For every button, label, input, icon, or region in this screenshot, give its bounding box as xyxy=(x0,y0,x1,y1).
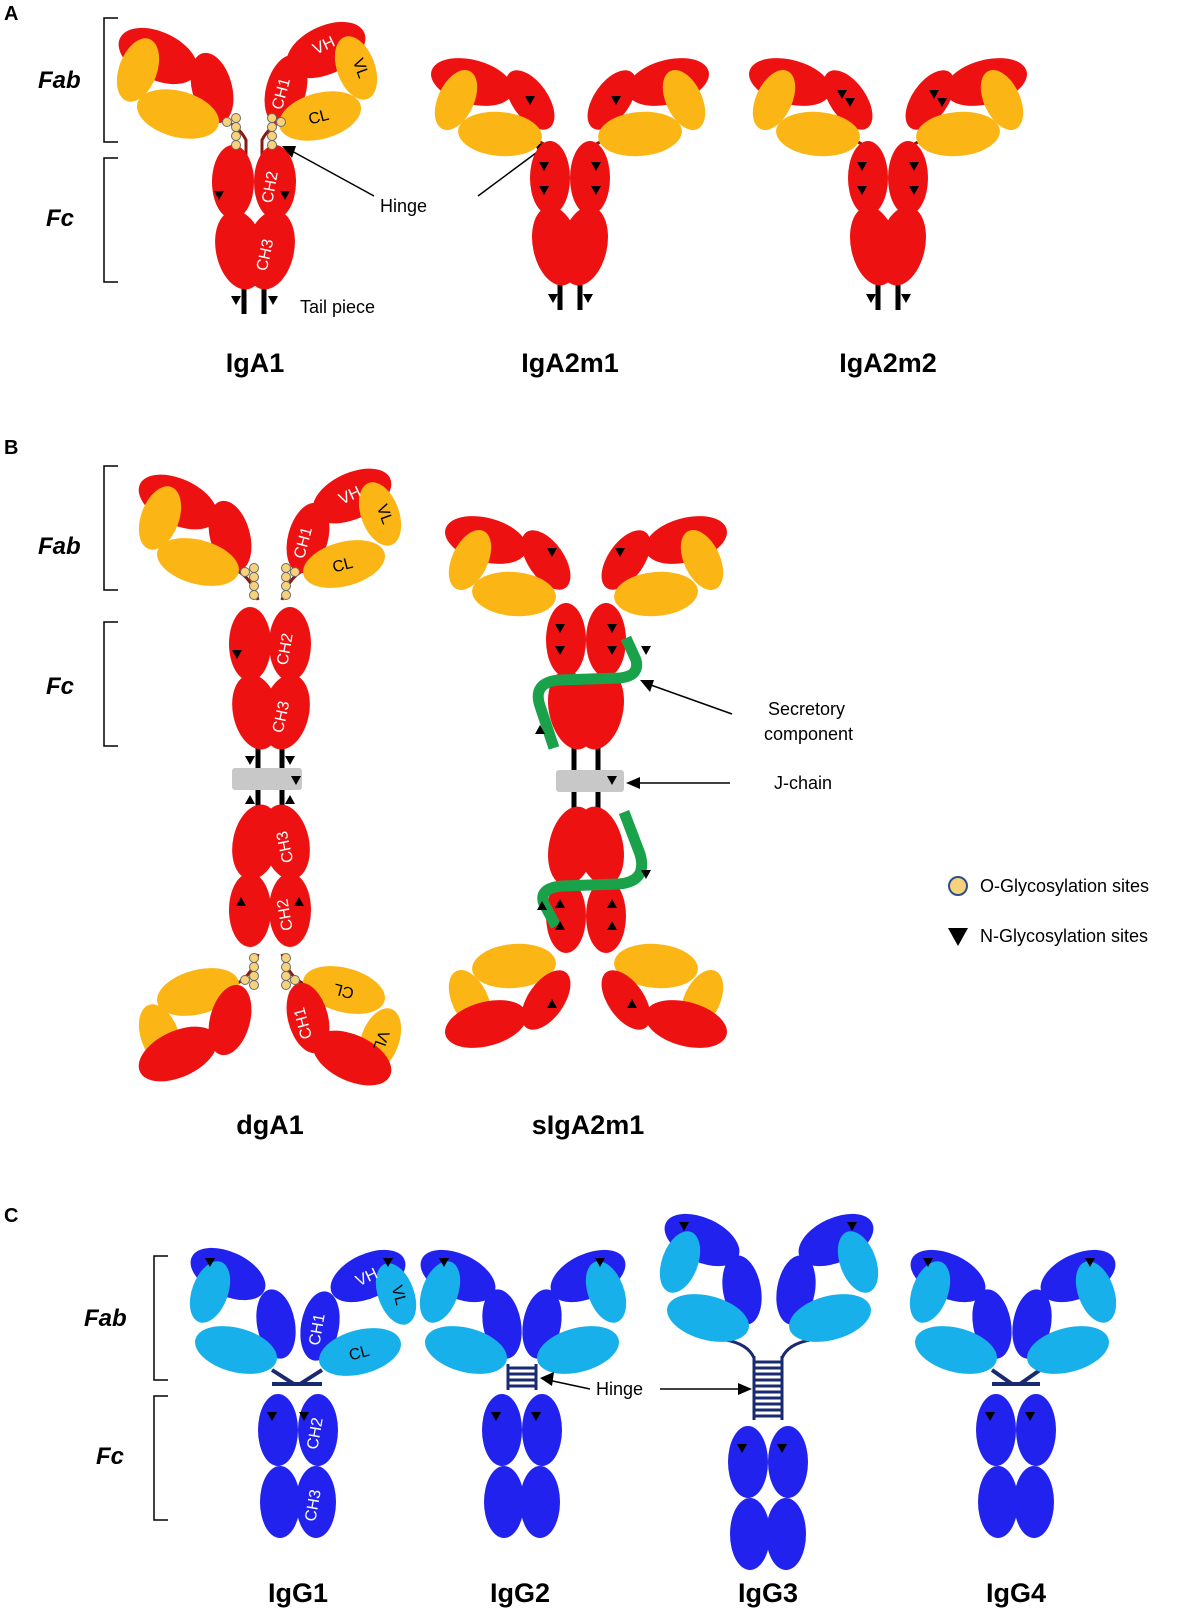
fab-bracket-c xyxy=(153,1255,168,1381)
tail-piece-label: Tail piece xyxy=(300,297,375,317)
hinge-arrows-c xyxy=(547,1379,742,1390)
legend-o-glycosylation: O-Glycosylation sites xyxy=(980,876,1149,896)
vl-label-b: VL xyxy=(373,502,396,526)
molecule-label-iga1: IgA1 xyxy=(226,348,285,378)
fab-bracket-a xyxy=(103,17,118,143)
fc-label-b: Fc xyxy=(46,673,74,700)
fc-bracket-c xyxy=(153,1395,168,1521)
j-chain-dga1 xyxy=(232,768,302,790)
secretory-component-upper xyxy=(532,635,643,750)
igg1-molecule: VH VL CH1 CL CH2 CH3 xyxy=(189,1247,417,1538)
cl-label-b-lower: CL xyxy=(332,980,356,1002)
secretory-label-line2: component xyxy=(764,724,853,744)
fab-label-b: Fab xyxy=(38,533,81,560)
secretory-component-lower xyxy=(537,810,648,929)
panel-letter-c: C xyxy=(4,1205,18,1227)
ch3-label-c: CH3 xyxy=(302,1488,324,1523)
ch1-label-c: CH1 xyxy=(306,1312,328,1347)
cl-label: CL xyxy=(307,107,331,129)
panel-letter-a: A xyxy=(4,3,18,25)
hinge-arrows-a xyxy=(289,149,541,197)
o-glycosylation-icon xyxy=(948,876,968,896)
fc-bracket-a xyxy=(103,157,118,283)
molecule-label-iga2m1: IgA2m1 xyxy=(521,348,619,378)
fc-bracket-b xyxy=(103,621,118,747)
molecule-label-iga2m2: IgA2m2 xyxy=(839,348,937,378)
ch2-label: CH2 xyxy=(259,170,281,205)
fc-label-c: Fc xyxy=(96,1443,124,1470)
fab-bracket-b xyxy=(103,465,118,591)
igg4-molecule xyxy=(909,1249,1117,1538)
secretory-arrow xyxy=(638,683,733,784)
ch3-label: CH3 xyxy=(254,238,277,273)
j-chain-label: J-chain xyxy=(774,773,832,793)
cl-label-c: CL xyxy=(347,1343,371,1365)
panel-letter-b: B xyxy=(4,437,18,459)
n-glycosylation-icon xyxy=(948,928,968,946)
ch2-label-b-lower: CH2 xyxy=(274,897,296,932)
vl-label-b-lower: VL xyxy=(369,1028,392,1052)
hinge-label-a: Hinge xyxy=(380,196,427,216)
legend: O-Glycosylation sites N-Glycosylation si… xyxy=(948,876,1149,946)
igg3-molecule xyxy=(659,1213,879,1570)
molecule-label-siga2m1: sIgA2m1 xyxy=(532,1110,645,1140)
fab-label-a: Fab xyxy=(38,67,81,94)
molecule-label-dga1: dgA1 xyxy=(236,1110,304,1140)
legend-n-glycosylation: N-Glycosylation sites xyxy=(980,926,1148,946)
iga1-molecule: VH VL CH1 CL CH2 CH3 xyxy=(116,21,378,314)
igg2-molecule xyxy=(419,1249,627,1538)
secretory-label-line1: Secretory xyxy=(768,699,845,719)
ch3-label-b-lower: CH3 xyxy=(274,829,297,864)
molecule-label-igg1: IgG1 xyxy=(268,1578,328,1608)
molecule-label-igg3: IgG3 xyxy=(738,1578,798,1608)
ch2-label-b: CH2 xyxy=(274,632,296,667)
vl-label: VL xyxy=(349,56,372,80)
iga2m2-molecule xyxy=(749,58,1027,310)
dga1-molecule: VH VL CH1 CL CH2 CH3 CH3 CH2 CH1 CL VL xyxy=(138,468,402,1086)
hinge-label-c: Hinge xyxy=(596,1379,643,1399)
ch2-label-c: CH2 xyxy=(304,1416,326,1451)
molecule-label-igg2: IgG2 xyxy=(490,1578,550,1608)
cl-label-b: CL xyxy=(331,555,355,577)
siga2m1-molecule xyxy=(445,516,727,1048)
vl-label-c: VL xyxy=(388,1284,410,1307)
ch3-label-b: CH3 xyxy=(270,700,293,735)
molecule-label-igg4: IgG4 xyxy=(986,1578,1046,1608)
fc-label-a: Fc xyxy=(46,205,74,232)
iga2m1-molecule xyxy=(431,58,709,310)
j-chain-siga2m1 xyxy=(556,770,624,792)
fab-label-c: Fab xyxy=(84,1305,127,1332)
